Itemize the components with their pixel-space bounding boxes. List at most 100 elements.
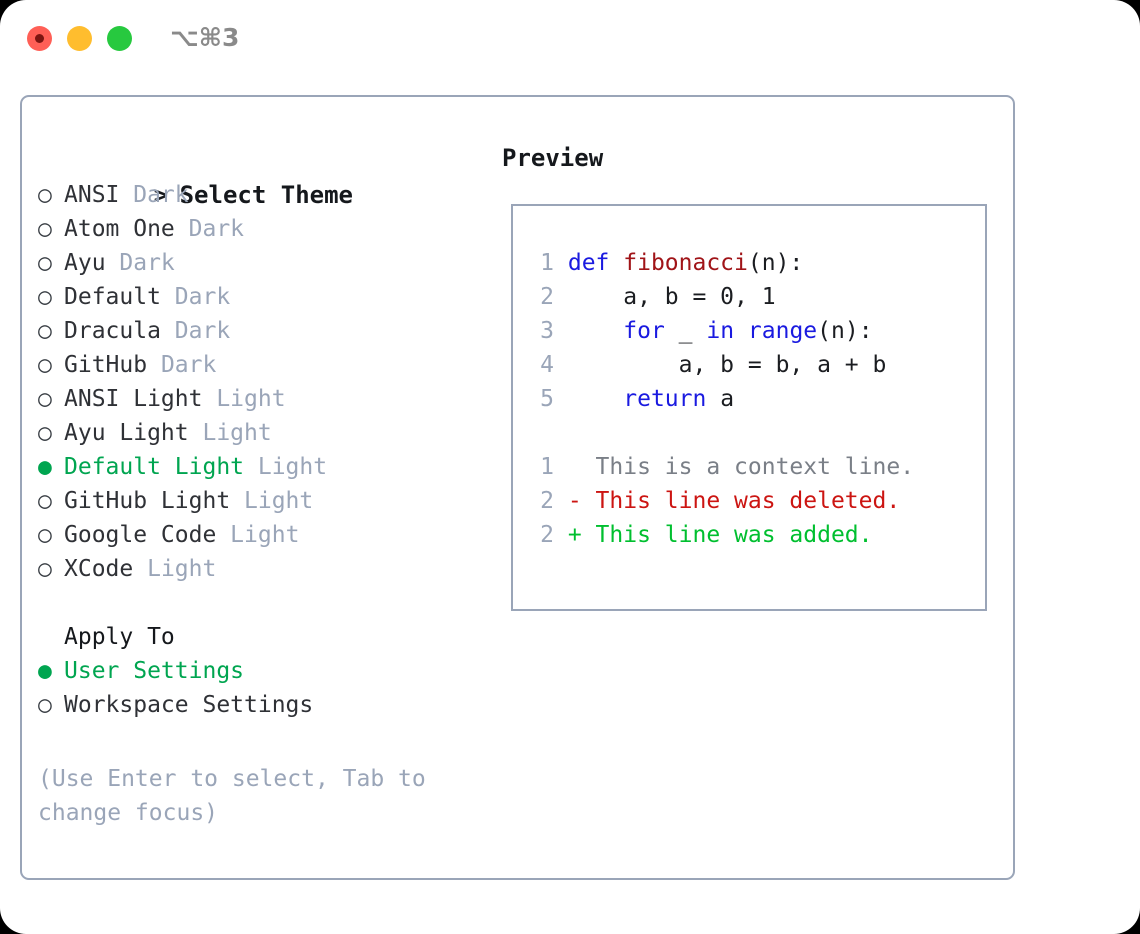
minimize-button[interactable] — [67, 26, 92, 51]
keyboard-hint-text: (Use Enter to select, Tab to change focu… — [38, 766, 440, 826]
radio-selected-icon: ● — [38, 658, 52, 684]
code-token: (n): — [747, 250, 804, 276]
zoom-button[interactable] — [107, 26, 132, 51]
theme-option-xcode[interactable]: ○XCode Light — [38, 552, 478, 586]
theme-options-list: ○ ANSI Dark ○ Atom One Dark ○ Ayu Dark ○ Defaul… — [38, 178, 478, 586]
theme-name: Ayu Light — [64, 420, 189, 446]
code-token: a — [706, 386, 735, 412]
radio-unselected-icon: ○ — [38, 250, 52, 276]
theme-variant-label: Dark — [160, 284, 231, 310]
theme-option-dracula[interactable]: ○ Dracula Dark — [38, 314, 478, 348]
line-number: 2 — [540, 522, 554, 548]
radio-unselected-icon: ○ — [38, 692, 52, 718]
preview-heading: Preview — [502, 144, 604, 172]
theme-name: ANSI Light — [64, 386, 203, 412]
theme-variant-label: Dark — [119, 182, 189, 208]
code-line: 4 a, b = b, a + b — [529, 348, 914, 382]
diff-line: 2 - This line was deleted. — [529, 484, 914, 518]
line-number: 1 — [540, 250, 554, 276]
radio-unselected-icon: ○ — [38, 284, 52, 310]
code-line: 5 return a — [529, 382, 914, 416]
radio-unselected-icon: ○ — [38, 522, 52, 548]
theme-option-default[interactable]: ○ Default Dark — [38, 280, 478, 314]
theme-picker-panel: > Select Theme ○ ANSI Dark ○ Atom One Dark ○ A… — [20, 95, 1015, 880]
line-number: 4 — [540, 352, 554, 378]
diff-text: This is a context line. — [567, 454, 915, 480]
radio-unselected-icon: ○ — [38, 386, 52, 412]
code-gutter-space — [554, 522, 568, 548]
code-token — [568, 318, 623, 344]
theme-variant-label: Dark — [160, 318, 231, 344]
title-bar: ⌥⌘3 — [0, 0, 1140, 78]
theme-name: Default — [64, 284, 161, 310]
line-number: 2 — [540, 284, 554, 310]
code-token: fibonacci — [623, 250, 748, 276]
code-gutter-space — [554, 284, 568, 310]
code-gutter-space — [554, 250, 568, 276]
theme-variant-label: Dark — [147, 352, 217, 378]
theme-name: Atom One — [64, 216, 175, 242]
code-gutter-space — [554, 352, 568, 378]
theme-option-ansi[interactable]: ○ ANSI Dark — [38, 178, 478, 212]
theme-variant-label: Light — [202, 386, 286, 412]
prompt-caret-icon: > — [153, 181, 169, 209]
theme-list-column: > Select Theme ○ ANSI Dark ○ Atom One Dark ○ A… — [38, 144, 478, 722]
code-token: return — [623, 386, 707, 412]
code-token: (n): — [817, 318, 873, 344]
theme-variant-label: Light — [216, 522, 300, 548]
theme-name: GitHub — [64, 352, 148, 378]
code-gutter-space — [554, 488, 568, 514]
theme-option-github[interactable]: ○GitHub Dark — [38, 348, 478, 382]
theme-option-ayu[interactable]: ○ Ayu Dark — [38, 246, 478, 280]
theme-name: Google Code — [64, 522, 217, 548]
code-token: a, b = 0, 1 — [567, 284, 776, 310]
theme-variant-label: Light — [244, 454, 328, 480]
line-number: 1 — [540, 454, 554, 480]
theme-option-github-light[interactable]: ○GitHub Light Light — [38, 484, 478, 518]
diff-text: - This line was deleted. — [567, 488, 901, 514]
theme-variant-label: Light — [133, 556, 217, 582]
theme-option-google-code[interactable]: ○ Google Code Light — [38, 518, 478, 552]
code-line: 1 def fibonacci(n): — [529, 246, 914, 280]
close-button[interactable] — [27, 26, 52, 51]
radio-unselected-icon: ○ — [38, 420, 52, 446]
theme-option-ansi-light[interactable]: ○ ANSI Light Light — [38, 382, 478, 416]
apply-to-option-user-settings[interactable]: ●User Settings — [38, 654, 478, 688]
radio-unselected-icon: ○ — [38, 216, 52, 242]
code-token — [734, 318, 748, 344]
code-diff-separator — [529, 416, 914, 450]
apply-to-option-workspace-settings[interactable]: ○ Workspace Settings — [38, 688, 478, 722]
theme-option-default-light[interactable]: ●Default Light Light — [38, 450, 478, 484]
select-theme-heading-label: Select Theme — [179, 181, 353, 209]
theme-option-atom-one[interactable]: ○Atom One Dark — [38, 212, 478, 246]
theme-option-ayu-light[interactable]: ○ Ayu Light Light — [38, 416, 478, 450]
code-line: 2 a, b = 0, 1 — [529, 280, 914, 314]
line-number: 2 — [540, 488, 554, 514]
theme-variant-label: Light — [188, 420, 272, 446]
radio-unselected-icon: ○ — [38, 488, 52, 514]
radio-selected-icon: ● — [38, 454, 52, 480]
select-theme-heading: > Select Theme — [38, 144, 478, 209]
code-gutter-space — [554, 454, 568, 480]
code-token: for — [623, 318, 665, 344]
theme-name: Dracula — [64, 318, 161, 344]
apply-to-options-list: ●User Settings ○ Workspace Settings — [38, 654, 478, 722]
diff-line: 2 + This line was added. — [529, 518, 914, 552]
line-number: 3 — [540, 318, 554, 344]
code-gutter-space — [554, 318, 568, 344]
radio-unselected-icon: ○ — [38, 182, 52, 208]
code-token: a, b = b, a + b — [567, 352, 887, 378]
theme-name: ANSI — [64, 182, 120, 208]
apply-to-label: Workspace Settings — [64, 692, 314, 718]
theme-name: GitHub Light — [64, 488, 231, 514]
radio-unselected-icon: ○ — [38, 318, 52, 344]
theme-name: Ayu — [64, 250, 106, 276]
close-icon — [35, 34, 44, 43]
code-gutter-space — [554, 386, 568, 412]
diff-text: + This line was added. — [567, 522, 873, 548]
list-spacer — [38, 586, 478, 620]
apply-to-heading: Apply To — [64, 624, 175, 650]
theme-variant-label: Dark — [105, 250, 175, 276]
